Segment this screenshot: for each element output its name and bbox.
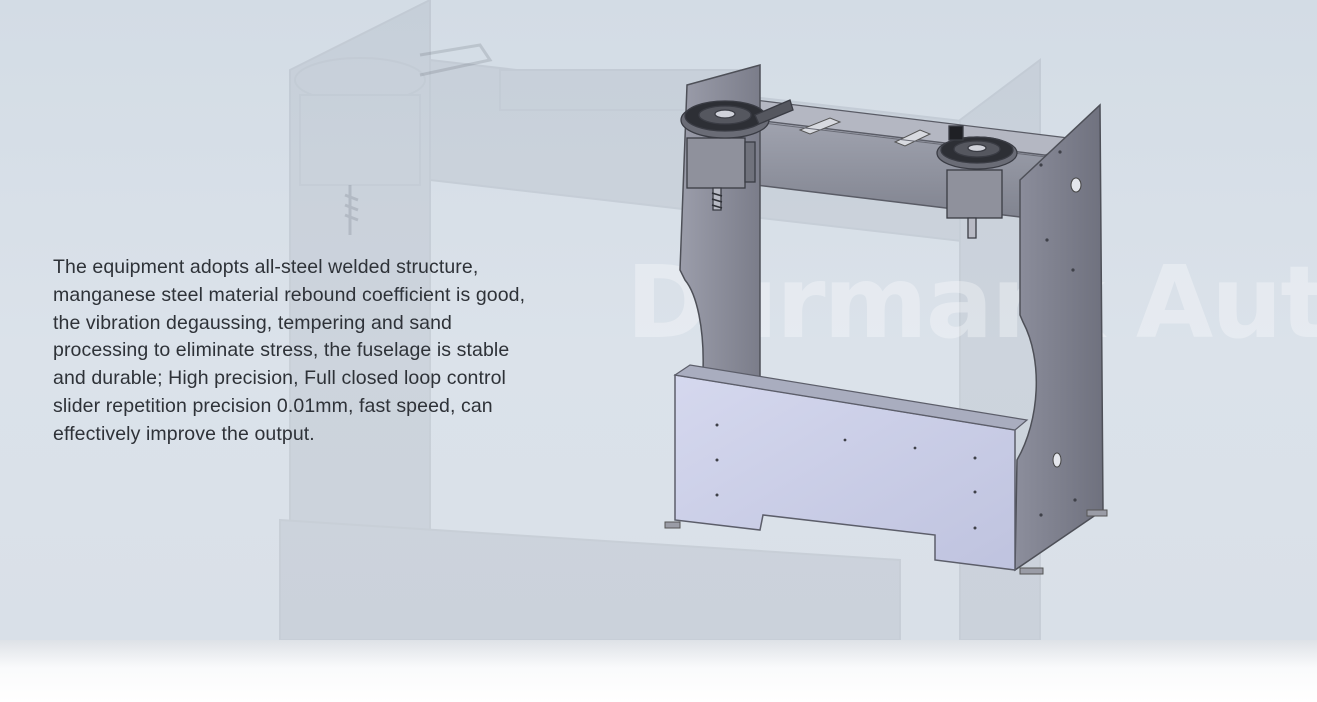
hero-banner: The equipment adopts all-steel welded st… <box>0 0 1317 640</box>
product-description: The equipment adopts all-steel welded st… <box>53 256 526 445</box>
right-servo-motor <box>936 125 1018 239</box>
left-pulley-spring <box>711 192 723 209</box>
banner-bottom-shadow <box>0 640 1317 702</box>
right-side-plate <box>1014 103 1104 572</box>
press-brake-frame-illustration <box>664 64 1108 575</box>
front-guard-panel <box>674 374 1016 571</box>
left-servo-motor <box>680 99 794 211</box>
